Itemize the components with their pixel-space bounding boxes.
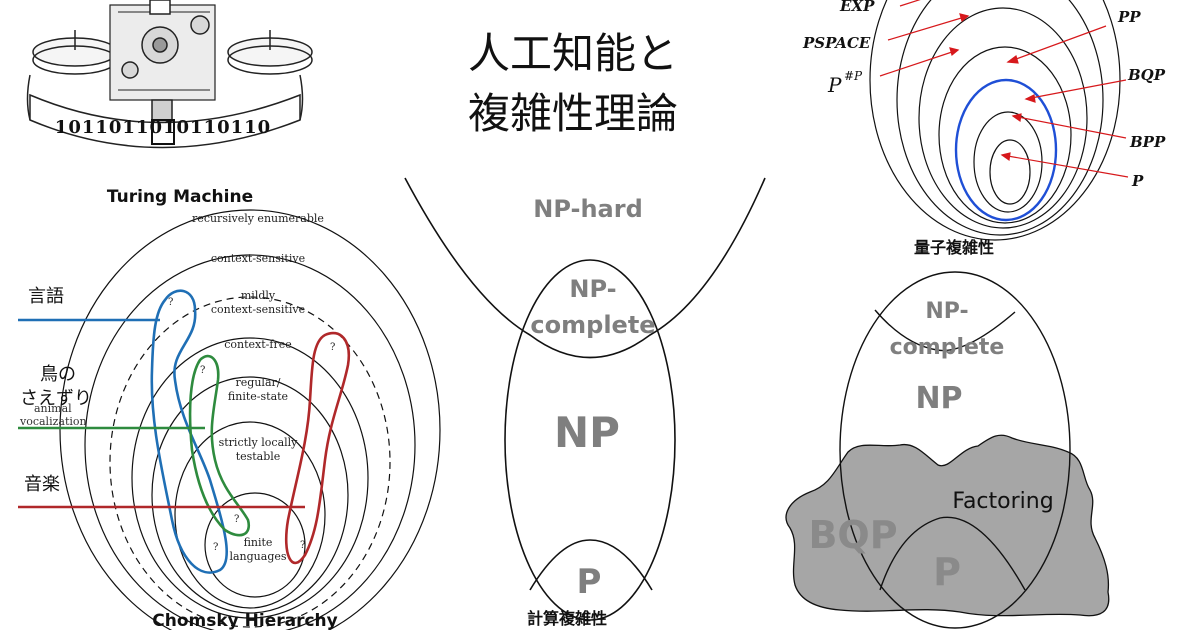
qmark-music: ? bbox=[330, 342, 335, 353]
level-recursively-enumerable: recursively enumerable bbox=[192, 212, 324, 225]
chomsky-question-marks: ? ? ? ? ? ? bbox=[168, 297, 335, 553]
label-psharp: P bbox=[827, 73, 842, 97]
p-curve-right bbox=[879, 516, 1026, 591]
bqp-np-labels: NP- complete NP BQP P bbox=[808, 299, 1004, 594]
level-regular: regular/ bbox=[236, 376, 281, 389]
page-title-line-2: 複雑性理論 bbox=[468, 89, 678, 138]
label-p-right: P bbox=[933, 550, 961, 594]
chomsky-level-labels: recursively enumerable context-sensitive… bbox=[192, 212, 324, 563]
chomsky-ring-recursively-enumerable bbox=[59, 209, 441, 630]
ring-pspace bbox=[896, 0, 1104, 236]
chomsky-ring-regular bbox=[151, 376, 349, 614]
label-bqp-right: BQP bbox=[808, 513, 897, 557]
ring-psharp bbox=[918, 7, 1088, 229]
ring-p bbox=[989, 139, 1031, 205]
label-bird-2: さえずり bbox=[20, 388, 92, 409]
turing-machine-illustration bbox=[26, 0, 313, 149]
turing-head-cell bbox=[151, 119, 175, 145]
label-psharp-superscript: #P bbox=[844, 69, 863, 83]
label-np-complete-1: NP- bbox=[569, 275, 616, 303]
np-hard-curve bbox=[404, 177, 766, 359]
label-vocalization: vocalization bbox=[19, 415, 87, 428]
level-finite-state: finite-state bbox=[228, 390, 288, 403]
chomsky-animal-labels: animal vocalization bbox=[19, 402, 87, 428]
qmark-bird: ? bbox=[200, 365, 205, 376]
ring-exp bbox=[869, 0, 1121, 241]
chomsky-ring-context-free bbox=[131, 337, 369, 619]
turing-tape-text: 1011011010110110 bbox=[55, 117, 271, 138]
ring-bpp bbox=[973, 111, 1043, 213]
label-np-complete-2: complete bbox=[530, 311, 655, 339]
chomsky-ring-mildly-context-sensitive bbox=[109, 296, 391, 628]
complexity-labels: NP-hard NP- complete NP P bbox=[530, 195, 655, 602]
label-bqp-quantum: BQP bbox=[1127, 66, 1166, 84]
language-region-outline bbox=[150, 289, 228, 574]
quantum-labels: EXP PSPACE P #P PP BQP BPP P bbox=[802, 0, 1166, 190]
np-ellipse-right bbox=[839, 271, 1071, 629]
ring-pp bbox=[938, 46, 1072, 224]
label-np-complete-right-2: complete bbox=[890, 335, 1005, 360]
chomsky-ring-context-sensitive bbox=[84, 254, 416, 630]
label-exp: EXP bbox=[839, 0, 875, 15]
chomsky-ring-finite bbox=[204, 492, 306, 598]
qmark-language: ? bbox=[168, 297, 173, 308]
chomsky-side-labels: 言語 鳥の さえずり 音楽 bbox=[20, 286, 92, 495]
chomsky-ring-strictly-local bbox=[174, 421, 326, 609]
quantum-classes-diagram bbox=[869, 0, 1121, 241]
turing-caption: Turing Machine bbox=[107, 187, 253, 207]
bqp-np-diagram bbox=[839, 271, 1071, 629]
level-strictly-locally: strictly locally bbox=[219, 436, 299, 449]
label-pspace: PSPACE bbox=[802, 34, 871, 52]
page-title-line-1: 人工知能と bbox=[468, 29, 678, 78]
ring-bqp bbox=[954, 78, 1058, 222]
p-curve bbox=[529, 539, 653, 591]
chomsky-caption: Chomsky Hierarchy bbox=[152, 611, 337, 630]
label-np-right: NP bbox=[915, 381, 962, 416]
label-animal: animal bbox=[34, 402, 72, 415]
label-pp: PP bbox=[1117, 8, 1141, 26]
label-p: P bbox=[577, 562, 602, 602]
chomsky-hierarchy-diagram bbox=[59, 209, 441, 630]
level-context-sensitive: context-sensitive bbox=[211, 252, 305, 265]
quantum-caption: 量子複雑性 bbox=[914, 238, 994, 257]
label-np: NP bbox=[554, 408, 620, 457]
qmark-finite-3: ? bbox=[300, 540, 305, 551]
level-finite: finite bbox=[244, 536, 273, 549]
level-mildly: mildly bbox=[241, 289, 276, 302]
label-bpp: BPP bbox=[1129, 133, 1166, 151]
level-mildly-context-sensitive: context-sensitive bbox=[211, 303, 305, 316]
np-complete-curve-right bbox=[874, 309, 1016, 352]
level-languages: languages bbox=[229, 550, 286, 563]
qmark-finite-1: ? bbox=[234, 514, 239, 525]
label-language: 言語 bbox=[28, 286, 64, 307]
music-region-outline bbox=[284, 331, 351, 565]
label-np-hard: NP-hard bbox=[533, 195, 643, 223]
level-context-free: context-free bbox=[224, 338, 292, 351]
np-ellipse bbox=[504, 259, 676, 621]
quantum-arrows bbox=[879, 0, 1129, 178]
label-music: 音楽 bbox=[24, 474, 60, 495]
label-bird-1: 鳥の bbox=[40, 364, 76, 385]
bird-region-outline bbox=[188, 354, 251, 537]
complexity-caption: 計算複雑性 bbox=[527, 609, 607, 628]
bqp-blob bbox=[785, 434, 1110, 617]
level-testable: testable bbox=[236, 450, 281, 463]
label-factoring: Factoring bbox=[952, 489, 1053, 514]
label-p-quantum: P bbox=[1131, 172, 1144, 190]
complexity-classes-diagram bbox=[404, 177, 766, 621]
label-np-complete-right-1: NP- bbox=[925, 299, 968, 324]
qmark-finite-2: ? bbox=[213, 542, 218, 553]
